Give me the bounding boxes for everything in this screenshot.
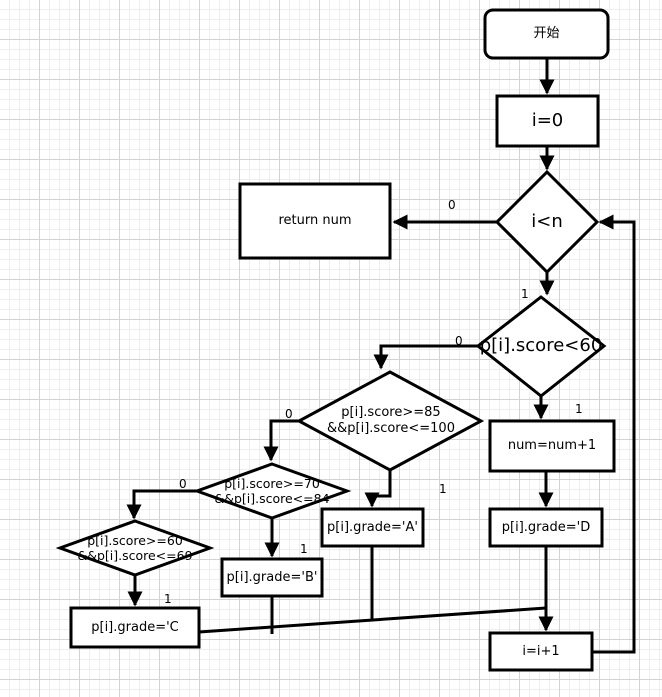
grade-b-label: p[i].grade='B' [226,569,318,585]
loop-true-label: 1 [521,287,529,301]
init-label: i=0 [531,110,564,132]
edge-inc-i-loop [592,214,636,654]
grade-d-node [488,507,604,548]
cond-c-label: p[i].score>=60 &&p[i].score<=69 [77,533,193,563]
b-false-label: 0 [179,477,187,491]
edge-fail-a [373,344,478,370]
cond-b-label: p[i].score>=70 &&p[i].score<=84 [214,476,330,506]
grade-c-node [69,606,201,649]
cond-a-label: p[i].score>=85 &&p[i].score<=100 [327,405,455,436]
cond-fail-label: p[i].score<60 [479,335,603,357]
start-label: 开始 [533,26,560,42]
edge-a-b [263,419,299,462]
c-true-label: 1 [164,592,172,606]
fail-false-label: 0 [455,334,463,348]
a-true-label: 1 [439,482,447,496]
return-node [238,182,392,260]
return-label: return num [278,213,352,229]
a-false-label: 0 [285,407,293,421]
loop-cond-label: i<n [531,211,563,233]
inc-num-node [488,419,616,473]
b-true-label: 1 [300,542,308,556]
grade-d-label: p[i].grade='D [501,519,591,535]
grade-c-label: p[i].grade='C [91,619,179,635]
edge-a-grade-a [364,470,392,508]
init-node [495,94,600,148]
loop-false-label: 0 [448,198,456,212]
fail-true-label: 1 [575,402,583,416]
inc-i-label: i=i+1 [522,643,560,659]
inc-num-label: num=num+1 [507,438,597,454]
grade-b-node [220,557,324,598]
edge-grade-c-merge [198,606,547,634]
edge-b-c [126,489,197,520]
grade-a-label: p[i].grade='A' [327,519,418,535]
